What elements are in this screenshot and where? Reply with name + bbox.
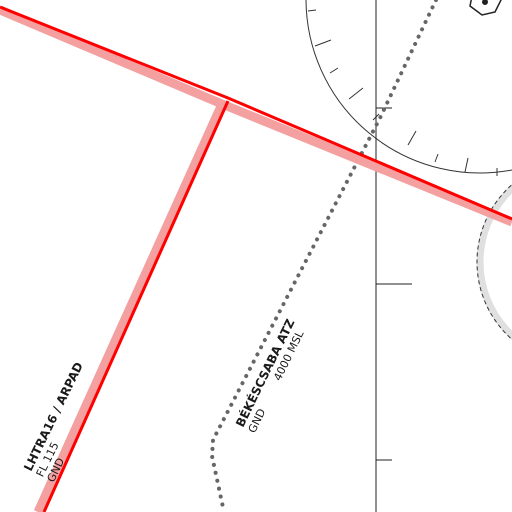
- bekescsaba-atz-label: BÉKÉSCSABA ATZ 4000 MSL GND: [232, 316, 307, 435]
- vertical-reference-line: [375, 0, 412, 512]
- hexagon-airport-icon[interactable]: [469, 0, 502, 16]
- lhtra16-boundary: [0, 5, 512, 512]
- bekescsaba-atz-boundary: [209, 0, 438, 512]
- dashed-boundary-circle: [476, 183, 512, 341]
